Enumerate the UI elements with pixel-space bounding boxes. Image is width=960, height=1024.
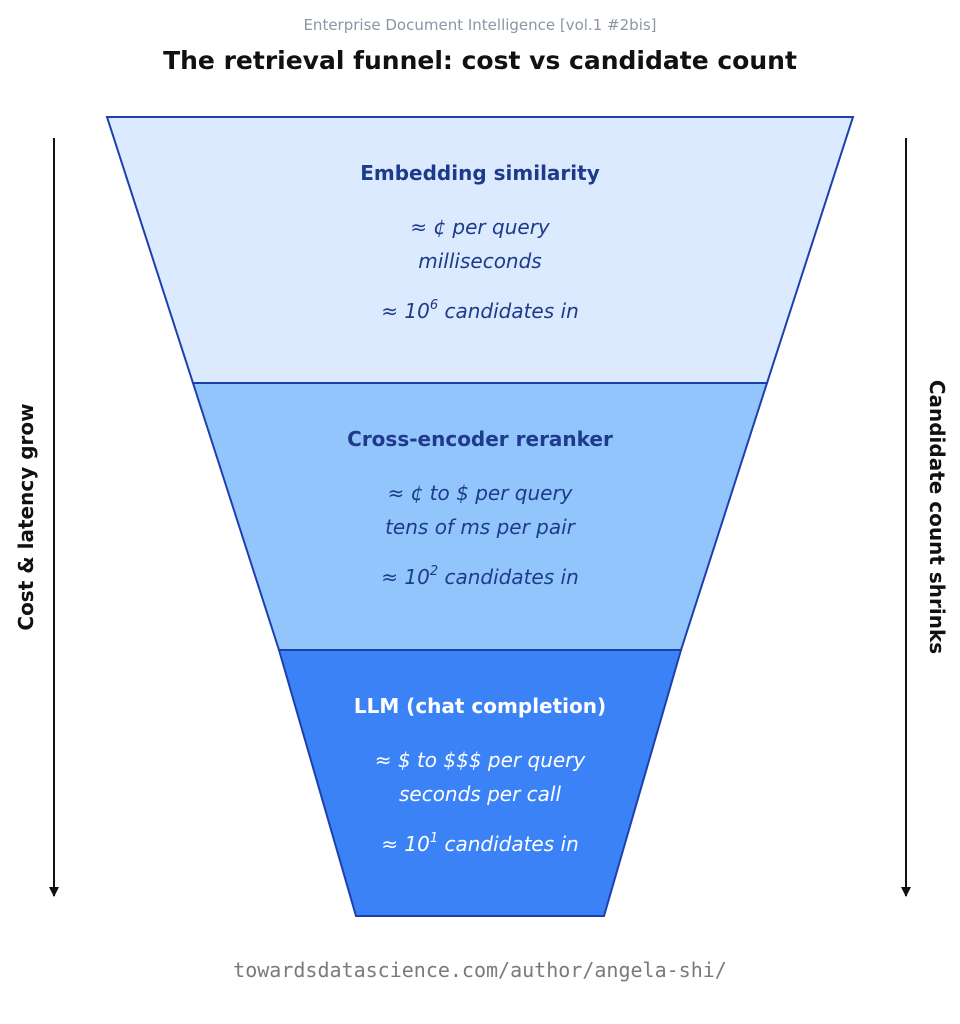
stage-cross-encoder-reranker: Cross-encoder reranker ≈ ¢ to $ per quer… (191, 382, 769, 651)
right-axis: Candidate count shrinks (901, 138, 949, 897)
stage-latency: seconds per call (399, 782, 561, 806)
cost-axis-label: Cost & latency grow (14, 403, 38, 630)
stage-title: Embedding similarity (360, 161, 600, 185)
footer-url[interactable]: towardsdatascience.com/author/angela-shi… (233, 958, 727, 982)
stage-band (277, 649, 683, 917)
stage-candidates: ≈ 106 candidates in (381, 298, 579, 323)
candidate-axis-label: Candidate count shrinks (925, 380, 949, 654)
stage-title: Cross-encoder reranker (347, 427, 613, 451)
stage-title: LLM (chat completion) (354, 694, 606, 718)
stage-cost: ≈ ¢ to $ per query (387, 481, 573, 505)
stage-cost: ≈ ¢ per query (410, 215, 551, 239)
series-label: Enterprise Document Intelligence [vol.1 … (303, 16, 657, 34)
stage-candidates: ≈ 102 candidates in (381, 564, 579, 589)
stage-latency: milliseconds (418, 249, 541, 273)
page-title: The retrieval funnel: cost vs candidate … (163, 46, 797, 75)
stage-cost: ≈ $ to $$$ per query (375, 748, 587, 772)
stage-embedding-similarity: Embedding similarity ≈ ¢ per query milli… (105, 116, 855, 384)
stage-llm-chat-completion: LLM (chat completion) ≈ $ to $$$ per que… (277, 649, 683, 917)
left-axis: Cost & latency grow (14, 138, 59, 897)
stage-candidates: ≈ 101 candidates in (381, 831, 579, 856)
stage-latency: tens of ms per pair (385, 515, 577, 539)
